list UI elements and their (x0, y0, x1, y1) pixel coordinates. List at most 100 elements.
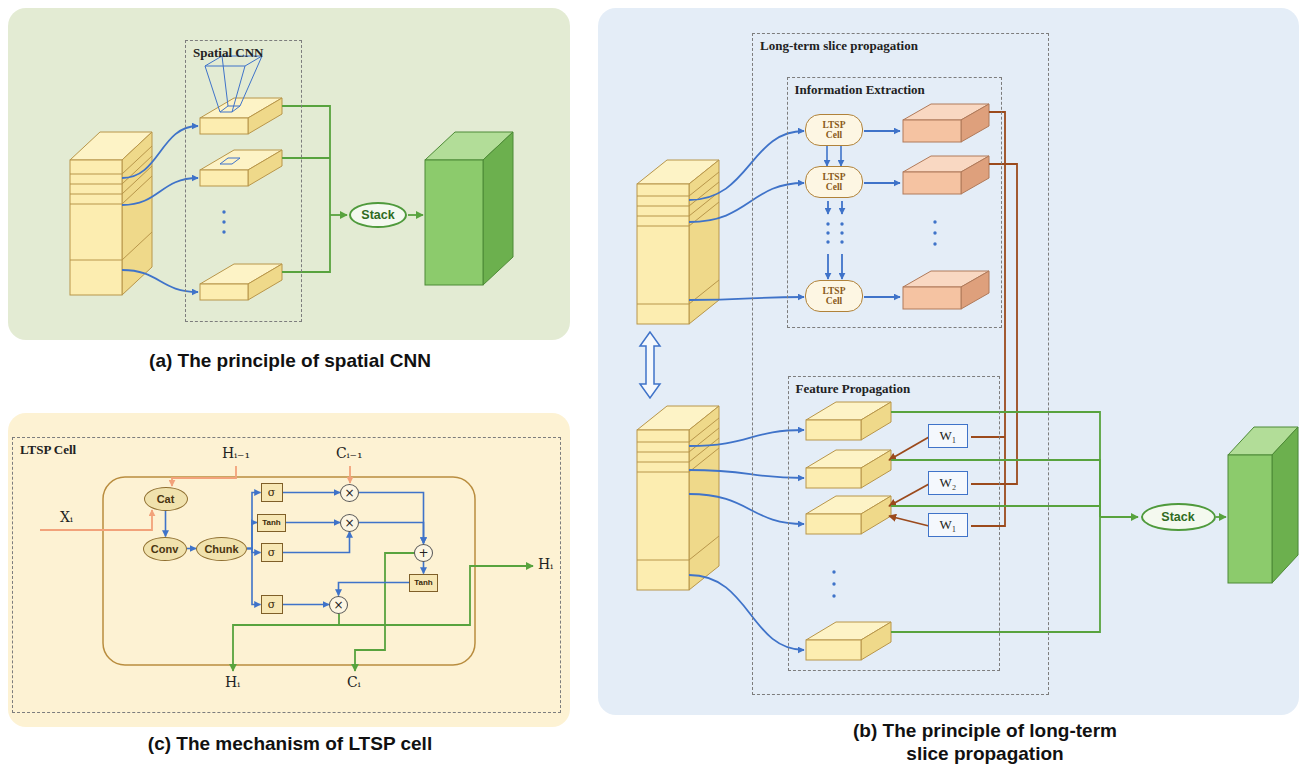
volume-stack (70, 132, 152, 295)
connectors (166, 146, 842, 605)
activation-box: σ (261, 595, 283, 614)
double-arrow (640, 332, 660, 398)
feature-block (903, 104, 989, 142)
slice-line (637, 462, 689, 463)
slice (806, 450, 891, 488)
op-circle: × (340, 484, 359, 502)
connector-line (1100, 516, 1138, 518)
slice-line (637, 304, 689, 305)
slice-line (70, 174, 122, 175)
ellipsis-dot (933, 242, 936, 245)
face (200, 118, 248, 134)
face (806, 468, 861, 488)
connector-line (330, 214, 347, 216)
connector-line (827, 201, 829, 214)
feature-block (903, 271, 989, 309)
flow-arrow (247, 523, 257, 549)
output-line (233, 625, 339, 671)
connector-line (282, 157, 330, 159)
slice-line (637, 226, 689, 227)
signal-label: Hᵢ (538, 557, 553, 572)
signal-label: Cᵢ (347, 675, 361, 690)
subfigure-caption: (a) The principle of spatial CNN (60, 350, 520, 373)
activation-box: σ (261, 483, 283, 502)
flow-arrow (840, 146, 842, 166)
slice-line (689, 438, 719, 462)
connector-line (408, 214, 423, 216)
activation-box: Tanh (409, 574, 438, 592)
flow-arrow (423, 562, 425, 574)
stack-op: Stack (1141, 503, 1216, 531)
kernel-shape (220, 158, 240, 164)
slice (200, 150, 282, 186)
node-text: × (344, 487, 354, 499)
ellipsis-dot (840, 240, 843, 243)
flow-arrow (359, 493, 424, 544)
node-text: Chunk (204, 543, 238, 555)
face (200, 170, 248, 186)
node-text: Spatial CNN (186, 41, 270, 65)
signal-label: Xᵢ (60, 510, 73, 525)
slice-line (70, 204, 122, 205)
face (637, 184, 689, 324)
output-line (339, 566, 533, 625)
ellipsis-dot (840, 231, 843, 234)
slice (200, 264, 282, 300)
slice (806, 622, 891, 660)
op-circle: × (340, 514, 359, 532)
slice-line (689, 182, 719, 206)
node-text: Conv (151, 543, 179, 555)
flow-arrow (286, 522, 340, 524)
face (70, 160, 122, 295)
face (903, 120, 961, 142)
op-ellipse: Chunk (196, 537, 247, 561)
node-text: Information Extraction (788, 78, 932, 102)
node-text: Cat (157, 493, 175, 505)
dashed-group: Feature PropagationW₁W₂W₁ (788, 376, 1000, 671)
weight-line (889, 484, 929, 506)
op-circle: + (414, 544, 433, 562)
weight-box: W₂ (928, 471, 968, 495)
signal-label: Hᵢ (225, 675, 240, 690)
node-text: Stack (1161, 510, 1194, 524)
ellipsis-dot (222, 230, 225, 233)
slice-line (637, 206, 689, 207)
weight-line (889, 437, 929, 460)
output-volume (1228, 427, 1298, 583)
connector-line (122, 270, 198, 292)
face (806, 420, 861, 440)
face (961, 271, 989, 309)
slice-line (689, 448, 719, 472)
slice-line (122, 232, 152, 260)
dashed-group: Spatial CNN (185, 40, 302, 322)
connector-line (891, 412, 1100, 517)
connector-line (1216, 516, 1226, 518)
slice-line (689, 536, 719, 560)
kernel-shape (205, 56, 262, 112)
node-text: σ (268, 486, 276, 499)
ellipsis-dot (832, 594, 835, 597)
node-text: LTSP Cell (816, 172, 852, 192)
face (689, 406, 719, 590)
slice-line (70, 260, 122, 261)
face (961, 156, 989, 194)
kernel-shape (220, 106, 240, 112)
ltsp-cell: LTSP Cell (805, 166, 863, 198)
face (248, 264, 282, 300)
slice-line (689, 428, 719, 452)
connector-line (122, 126, 198, 178)
face (961, 104, 989, 142)
node-text: × (333, 599, 343, 611)
panel (8, 413, 570, 727)
face (1272, 427, 1298, 583)
activation-box: Tanh (257, 514, 286, 532)
signal-label: Cᵢ₋₁ (336, 446, 363, 461)
flow-arrow (283, 492, 341, 494)
stack-op: Stack (349, 202, 407, 228)
feature-block (903, 156, 989, 194)
flow-arrow (339, 583, 410, 596)
subfigure-caption: (b) The principle of long-term slice pro… (830, 720, 1140, 766)
flow-arrow (283, 604, 330, 606)
